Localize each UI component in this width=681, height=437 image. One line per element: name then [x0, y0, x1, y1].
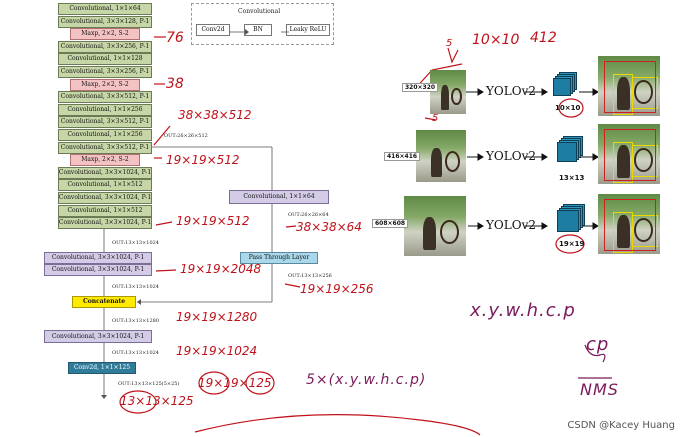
backbone-layer: Maxp, 2×2, S-2 [70, 78, 140, 91]
out-label-5: OUT:13×13×256 [288, 273, 332, 279]
input-size-label: 608×608 [372, 219, 409, 228]
backbone-layer: Convolutional, 1×1×512 [58, 179, 152, 192]
note-19x19x512-b: 19×19×512 [176, 214, 250, 228]
note-10x10: 10×10 [472, 32, 520, 48]
legend-box: Convolutional Conv2d BN Leaky ReLU [191, 3, 334, 45]
note-38: 38 [166, 76, 184, 92]
legend-title: Convolutional [238, 8, 281, 15]
note-5-xywhcp: 5×(x.y.w.h.c.p) [306, 372, 427, 388]
feature-map-cube [553, 78, 571, 96]
watermark: CSDN @Kacey Huang [567, 420, 675, 431]
backbone-layer: Convolutional, 1×1×512 [58, 204, 152, 217]
backbone-layer: Convolutional, 1×1×256 [58, 129, 152, 141]
input-size-label: 320×320 [402, 83, 439, 92]
output-image [598, 124, 660, 184]
passthrough-layer: Pass Through Layer [240, 252, 318, 264]
backbone-layer: Maxp, 2×2, S-2 [70, 154, 140, 167]
out-label-7: OUT:13×13×1024 [112, 350, 159, 356]
note-19x19x2048: 19×19×2048 [180, 262, 262, 276]
note-19x19x256: 19×19×256 [300, 282, 374, 296]
backbone-layer: Convolutional, 3×3×512, P-1 [58, 141, 152, 154]
out-label-1: OUT:26×26×512 [164, 133, 208, 139]
out-label-4: OUT:26×26×64 [288, 212, 329, 218]
note-nms: NMS [580, 380, 619, 399]
out-label-6: OUT:13×13×1280 [112, 318, 159, 324]
note-19x19x1024: 19×19×1024 [176, 344, 258, 358]
input-image [404, 196, 466, 256]
note-38x38x64: 38×38×64 [296, 220, 362, 234]
backbone-layer: Convolutional, 1×1×64 [58, 3, 152, 15]
input-size-label: 416×416 [384, 152, 421, 161]
head-conv-3: Convolutional, 3×3×1024, P-1 [44, 330, 152, 343]
backbone-layer: Convolutional, 3×3×1024, P-1 [58, 192, 152, 204]
grid-size-label: 13×13 [559, 174, 585, 182]
backbone-layer: Convolutional, 1×1×256 [58, 103, 152, 116]
note-cp: cp [586, 334, 610, 355]
note-13x13x125: 13×13×125 [120, 394, 194, 408]
note-5-a: 5 [446, 38, 453, 49]
backbone-layer: Convolutional, 3×3×256, P-1 [58, 66, 152, 78]
output-image [598, 194, 660, 254]
yolov2-label: YOLOv2 [486, 149, 536, 163]
concatenate-block: Concatenate [72, 296, 136, 308]
backbone-layer: Convolutional, 3×3×512, P-1 [58, 91, 152, 104]
note-19x19x1280: 19×19×1280 [176, 310, 258, 324]
head-conv-1: Convolutional, 3×3×1024, P-1 [44, 252, 152, 264]
legend-bn: BN [244, 24, 272, 36]
out-label-2: OUT:13×13×1024 [112, 240, 159, 246]
note-19x19x125: 19×19×125 [198, 376, 272, 390]
note-xywhcp: x.y.w.h.c.p [470, 300, 576, 321]
yolov2-label: YOLOv2 [486, 218, 536, 232]
legend-leaky-relu: Leaky ReLU [286, 24, 330, 36]
backbone-layer: Convolutional, 3×3×512, P-1 [58, 116, 152, 129]
backbone-layer: Convolutional, 3×3×128, P-1 [58, 15, 152, 28]
backbone-layer: Convolutional, 3×3×256, P-1 [58, 40, 152, 53]
backbone-layer: Convolutional, 1×1×128 [58, 53, 152, 66]
out-label-3: OUT:13×13×1024 [112, 284, 159, 290]
feature-map-cube [557, 142, 577, 162]
legend-conv2d: Conv2d [196, 24, 230, 36]
grid-size-label: 10×10 [555, 104, 581, 112]
note-76: 76 [166, 30, 184, 46]
input-image [416, 130, 466, 182]
note-5-b: 5 [432, 113, 439, 124]
conv2d-output-block: Conv2d, 1×1×125 [68, 362, 136, 374]
note-19x19x512-a: 19×19×512 [166, 153, 240, 167]
out-label-8: OUT:13×13×125(5×25) [118, 381, 180, 387]
yolov2-label: YOLOv2 [486, 84, 536, 98]
grid-size-label: 19×19 [559, 240, 585, 248]
backbone-layer: Convolutional, 3×3×1024, P-1 [58, 166, 152, 179]
head-conv-2: Convolutional, 3×3×1024, P-1 [44, 264, 152, 276]
input-image [430, 70, 466, 114]
output-image [598, 56, 660, 116]
branch-conv: Convolutional, 1×1×64 [229, 190, 329, 204]
backbone-layer: Maxp, 2×2, S-2 [70, 28, 140, 41]
note-38x38x512: 38×38×512 [178, 108, 252, 122]
note-412: 412 [530, 30, 557, 46]
feature-map-cube [557, 210, 579, 232]
backbone-layer: Convolutional, 3×3×1024, P-1 [58, 217, 152, 230]
